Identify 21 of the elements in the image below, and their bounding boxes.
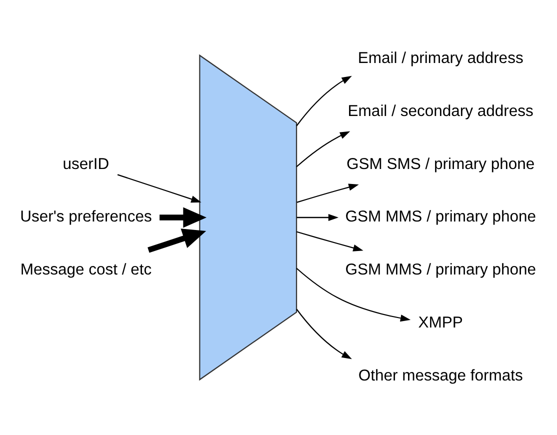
node-text: XMPP — [418, 314, 463, 332]
arrow — [296, 308, 352, 360]
node-text: GSM MMS / primary phone — [345, 208, 536, 226]
node-text: GSM MMS / primary phone — [345, 262, 536, 279]
arrow — [296, 268, 411, 322]
arrow — [160, 207, 207, 228]
arrow — [296, 131, 350, 168]
arrow — [296, 231, 364, 252]
arrow — [117, 174, 202, 203]
node-text: GSM SMS / primary phone — [346, 156, 535, 173]
node-text: Message cost / etc — [20, 262, 152, 279]
node-text: Email / secondary address — [348, 102, 534, 120]
node-text: User's preferences — [20, 208, 152, 226]
arrow — [296, 184, 359, 203]
arrow — [148, 228, 206, 253]
node-text: Email / primary address — [358, 50, 524, 67]
node-text: Other message formats — [358, 367, 523, 384]
node-trapezoid — [199, 54, 298, 381]
node-text: userID — [62, 156, 110, 173]
arrow — [296, 76, 352, 126]
arrow — [296, 214, 339, 222]
